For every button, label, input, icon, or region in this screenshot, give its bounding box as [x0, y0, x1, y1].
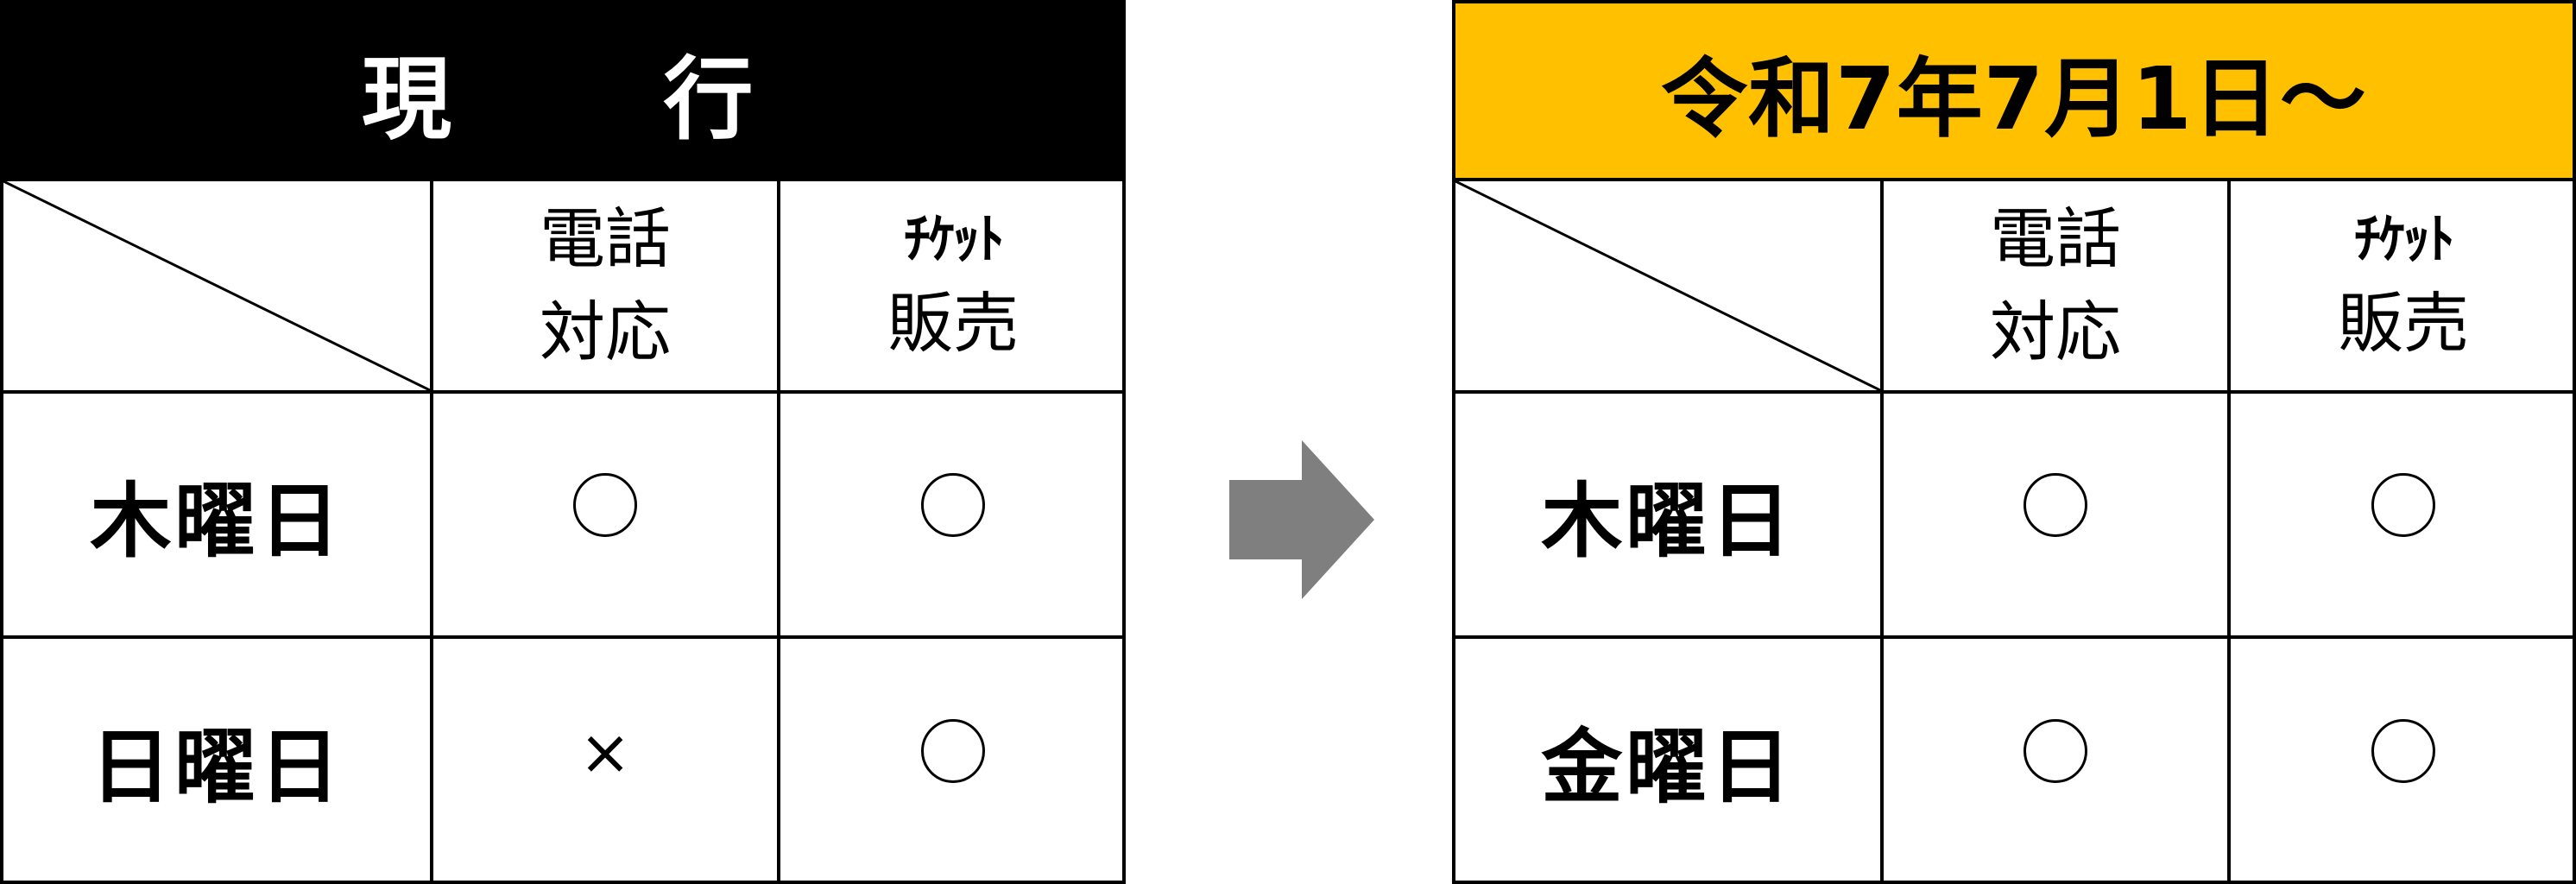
row-label: 日曜日 [3, 635, 433, 882]
col-header-phone: 電話 対応 [1880, 178, 2231, 394]
table-row: 日曜日 × [3, 635, 1126, 882]
ticket-cell [777, 390, 1126, 639]
phone-cell [1880, 390, 2231, 639]
new-title: 令和7年7月1日～ [1455, 3, 2573, 178]
row-label: 木曜日 [1455, 390, 1884, 639]
new-schedule-panel: 令和7年7月1日～ 電話 対応 ﾁｹｯﾄ 販売 木曜日 [1452, 0, 2576, 884]
col-header-phone-line2: 対応 [540, 294, 671, 370]
col-header-phone-line2: 対応 [1990, 294, 2121, 370]
circle-mark-icon [2371, 473, 2435, 537]
table-row: 木曜日 [3, 390, 1126, 639]
col-header-ticket-line2: 販売 [887, 285, 1019, 363]
corner-cell [3, 178, 433, 394]
col-header-phone-line1: 電話 [1990, 200, 2121, 278]
phone-cell: × [430, 635, 780, 882]
circle-mark-icon [2371, 719, 2435, 783]
ticket-cell [2227, 635, 2576, 882]
current-schedule-panel: 現 行 電話 対応 ﾁｹｯﾄ 販売 木曜日 [0, 0, 1126, 884]
circle-mark-icon [573, 473, 637, 537]
header-row: 電話 対応 ﾁｹｯﾄ 販売 [1455, 178, 2576, 394]
circle-mark-icon [2024, 473, 2087, 537]
cross-mark-icon: × [578, 716, 632, 788]
col-header-ticket: ﾁｹｯﾄ 販売 [777, 178, 1126, 394]
col-header-phone: 電話 対応 [430, 178, 780, 394]
col-header-ticket-line1: ﾁｹｯﾄ [2353, 207, 2455, 271]
phone-cell [430, 390, 780, 639]
circle-mark-icon [921, 473, 985, 537]
circle-mark-icon [2024, 719, 2087, 783]
header-row: 電話 対応 ﾁｹｯﾄ 販売 [3, 178, 1126, 394]
ticket-cell [777, 635, 1126, 882]
table-row: 金曜日 [1455, 635, 2576, 882]
phone-cell [1880, 635, 2231, 882]
col-header-ticket-line1: ﾁｹｯﾄ [903, 207, 1005, 271]
ticket-cell [2227, 390, 2576, 639]
col-header-ticket: ﾁｹｯﾄ 販売 [2227, 178, 2576, 394]
table-row: 木曜日 [1455, 390, 2576, 639]
row-label: 金曜日 [1455, 635, 1884, 882]
circle-mark-icon [921, 719, 985, 783]
right-arrow-icon [1229, 440, 1374, 599]
row-label: 木曜日 [3, 390, 433, 639]
diagonal-line [1455, 181, 1880, 390]
corner-cell [1455, 178, 1884, 394]
current-schedule-table: 電話 対応 ﾁｹｯﾄ 販売 木曜日 日曜日 × [3, 178, 1126, 882]
diagonal-line [3, 181, 430, 390]
new-schedule-table: 電話 対応 ﾁｹｯﾄ 販売 木曜日 金曜日 [1455, 178, 2576, 882]
col-header-phone-line1: 電話 [540, 200, 671, 278]
current-title: 現 行 [3, 3, 1122, 178]
col-header-ticket-line2: 販売 [2338, 285, 2469, 363]
